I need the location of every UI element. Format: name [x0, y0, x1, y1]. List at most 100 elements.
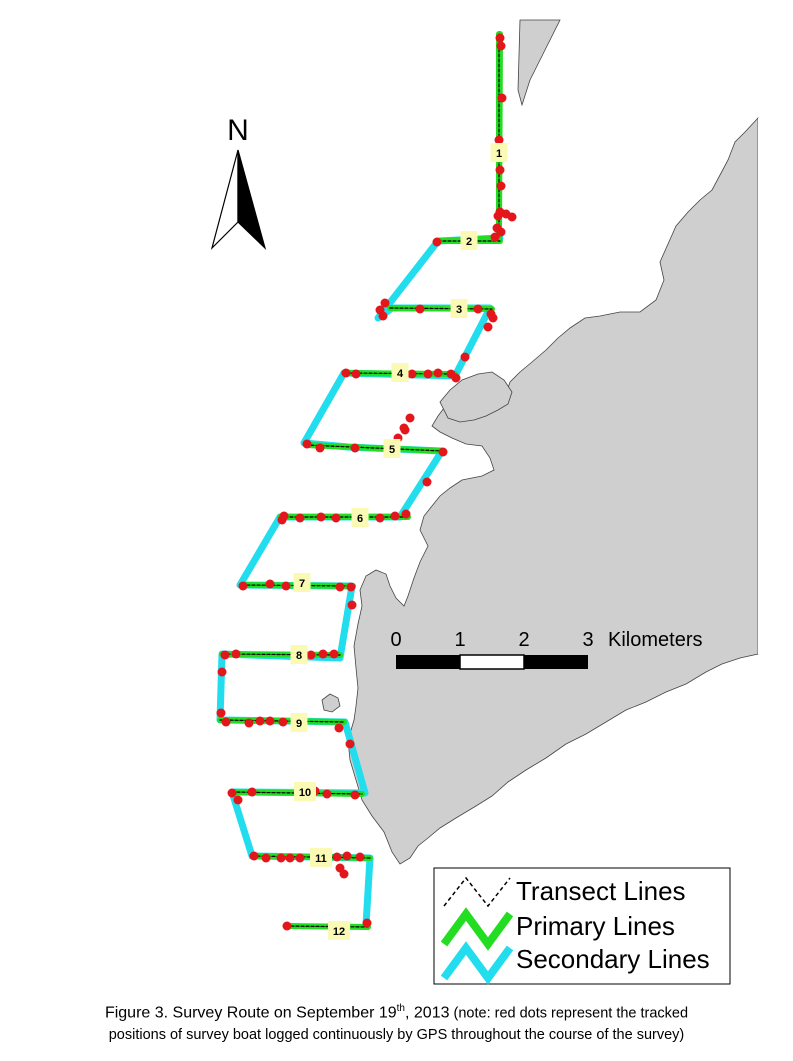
land-far-top [517, 19, 561, 107]
gps-dot [451, 373, 461, 383]
figure-caption: Figure 3. Survey Route on September 19th… [0, 998, 793, 1046]
transect-label-2: 2 [460, 231, 478, 250]
scale-tick-3: 3 [582, 629, 593, 651]
transect-label-9: 9 [290, 713, 308, 732]
gps-dot [302, 439, 312, 449]
gps-dot [329, 649, 339, 659]
legend-label-secondary: Secondary Lines [516, 944, 710, 974]
transect-label-6: 6 [351, 508, 369, 527]
gps-dot [483, 322, 493, 332]
gps-dot [378, 311, 388, 321]
gps-dot [350, 790, 360, 800]
gps-dot [497, 93, 507, 103]
gps-dot [220, 650, 230, 660]
gps-dot [265, 716, 275, 726]
transect-label-10: 10 [294, 782, 316, 801]
gps-dot [282, 921, 292, 931]
scale-unit: Kilometers [608, 629, 702, 651]
gps-dot [492, 223, 502, 233]
gps-dot [277, 515, 287, 525]
scale-bar: 0 1 2 3 Kilometers [390, 629, 702, 670]
gps-dot [261, 853, 271, 863]
gps-dot [249, 851, 259, 861]
gps-dot [507, 212, 517, 222]
gps-dot [322, 789, 332, 799]
small-island [321, 693, 341, 713]
gps-dot [495, 165, 505, 175]
north-arrow-left-icon [210, 149, 239, 250]
gps-dot [493, 211, 503, 221]
gps-dot [281, 581, 291, 591]
gps-dot [346, 582, 356, 592]
gps-dot [285, 853, 295, 863]
dashed-zigzag-icon [443, 876, 511, 908]
gps-dot [221, 717, 231, 727]
gps-dot [488, 313, 498, 323]
scale-tick-0: 0 [390, 629, 401, 651]
transect-label-4: 4 [391, 363, 409, 382]
gps-dot [415, 304, 425, 314]
legend-label-transect: Transect Lines [516, 876, 686, 906]
gps-dot [331, 513, 341, 523]
gps-dot [332, 852, 342, 862]
gps-dots [216, 33, 517, 931]
north-letter: N [227, 114, 249, 147]
gps-dot [265, 579, 275, 589]
gps-dot [390, 511, 400, 521]
gps-dot [405, 413, 415, 423]
legend-box [433, 867, 731, 985]
transect-label-5: 5 [383, 439, 401, 458]
legend: Transect Lines Primary Lines Secondary L… [433, 867, 731, 985]
transect-label-12: 12 [328, 921, 350, 940]
gps-dot [339, 869, 349, 879]
gps-dot [380, 298, 390, 308]
scale-tick-2: 2 [518, 629, 529, 651]
gps-dot [438, 447, 448, 457]
land-top-right [520, 20, 758, 122]
caption-note-1: (note: red dots represent the tracked [449, 1005, 689, 1022]
gps-dot [422, 477, 432, 487]
gps-dot [278, 717, 288, 727]
peninsula-upper [439, 371, 513, 423]
gps-dot [335, 582, 345, 592]
gps-dot [494, 135, 504, 145]
gps-dot [460, 352, 470, 362]
gps-dot [233, 795, 243, 805]
gps-dot [496, 181, 506, 191]
gps-dot [490, 232, 500, 242]
gps-dot [423, 369, 433, 379]
transect-label-text: 2 [466, 236, 472, 248]
transect-label-text: 4 [397, 368, 404, 380]
gps-dot [355, 852, 365, 862]
gps-dot [432, 237, 442, 247]
gps-dot [495, 33, 505, 43]
gps-dot [345, 739, 355, 749]
gps-dot [341, 368, 351, 378]
gps-dot [399, 423, 409, 433]
transect-label-text: 9 [296, 718, 302, 730]
land-right-edge [758, 118, 770, 654]
gps-dot [347, 600, 357, 610]
gps-dot [351, 369, 361, 379]
gps-dot [342, 851, 352, 861]
gps-dot [316, 512, 326, 522]
north-arrow: N [210, 114, 267, 250]
caption-date-end: , 2013 [405, 1004, 450, 1022]
gps-dot [318, 649, 328, 659]
caption-sup: th [396, 1003, 405, 1014]
gps-dot [375, 513, 385, 523]
transect-label-7: 7 [293, 573, 311, 592]
main-coast [347, 116, 759, 865]
transect-label-text: 5 [389, 444, 395, 456]
transect-label-text: 8 [296, 650, 302, 662]
gps-dot [362, 918, 372, 928]
gps-dot [247, 787, 257, 797]
transect-label-text: 7 [299, 578, 305, 590]
primary-lines [435, 31, 503, 244]
transect-label-text: 6 [357, 513, 363, 525]
transect-label-text: 3 [456, 304, 462, 316]
transect-label-3: 3 [450, 299, 468, 318]
legend-label-primary: Primary Lines [516, 911, 675, 941]
transect-label-text: 1 [496, 148, 502, 160]
